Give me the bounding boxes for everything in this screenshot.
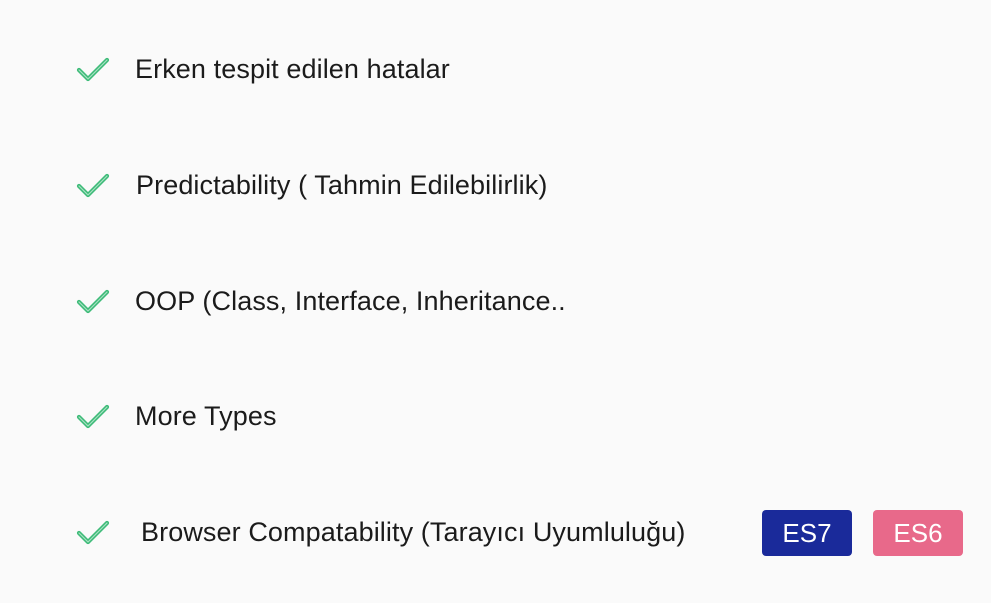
feature-label-browser-compatability: Browser Compatability (Tarayıcı Uyumlulu… <box>141 517 686 547</box>
check-icon <box>76 173 110 198</box>
feature-label-oop: OOP (Class, Interface, Inheritance.. <box>135 286 566 316</box>
check-icon <box>76 520 110 545</box>
check-icon <box>76 289 110 314</box>
feature-label-more-types: More Types <box>135 401 277 431</box>
es6-badge: ES6 <box>873 510 963 556</box>
feature-label-predictability: Predictability ( Tahmin Edilebilirlik) <box>136 170 548 200</box>
check-icon <box>76 404 110 429</box>
es7-badge: ES7 <box>762 510 852 556</box>
feature-label-early-errors: Erken tespit edilen hatalar <box>135 54 450 84</box>
check-icon <box>76 57 110 82</box>
